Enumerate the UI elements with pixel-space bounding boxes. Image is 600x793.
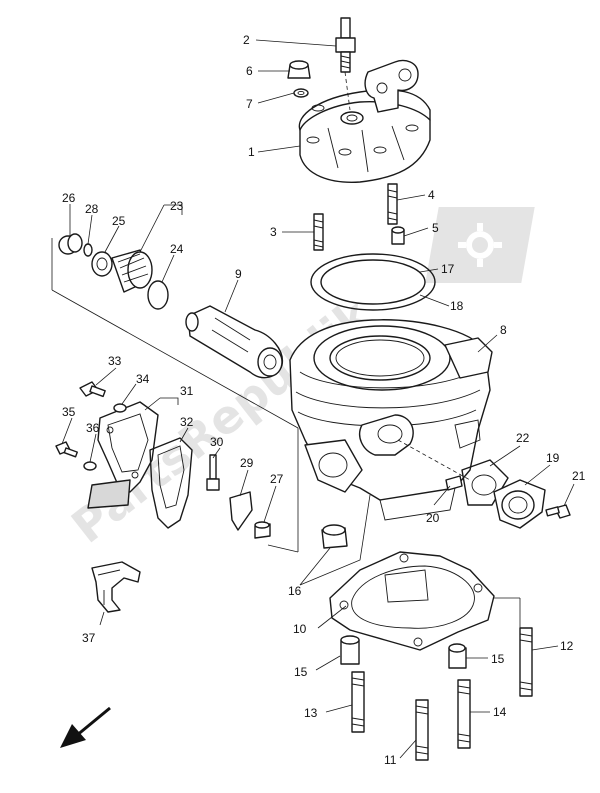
callout-18: 18 (450, 299, 464, 313)
exhaust-valve-holder (185, 305, 284, 379)
callout-23: 23 (170, 199, 184, 213)
callout-17: 17 (441, 262, 455, 276)
valve-cover-31 (87, 401, 159, 509)
small-ring-28 (83, 243, 93, 257)
collar-25 (91, 251, 113, 277)
callout-5: 5 (432, 221, 439, 235)
callout-6: 6 (246, 64, 253, 78)
washer-34 (113, 403, 127, 413)
bracket-37 (91, 561, 141, 613)
callout-29: 29 (240, 456, 254, 470)
callout-3: 3 (270, 225, 277, 239)
callout-26: 26 (62, 191, 76, 205)
callout-labels: 1 2 3 4 5 6 7 8 9 10 11 12 13 14 15 15 1… (62, 33, 586, 767)
front-direction-arrow-icon (60, 706, 111, 748)
joint-19 (493, 479, 546, 529)
stud-11 (415, 699, 429, 761)
callout-30: 30 (210, 435, 224, 449)
cylinder-block (289, 319, 493, 521)
callout-24: 24 (170, 242, 184, 256)
dowel-15-right (448, 643, 467, 669)
gasket-32 (149, 437, 193, 529)
base-gasket (329, 551, 495, 651)
gear-icon (425, 207, 535, 283)
callout-34: 34 (136, 372, 150, 386)
callout-16: 16 (288, 584, 302, 598)
leader-lines (61, 39, 575, 759)
callout-4: 4 (428, 188, 435, 202)
callout-14: 14 (493, 705, 507, 719)
callout-9: 9 (235, 267, 242, 281)
spark-plug (335, 17, 356, 111)
callout-20: 20 (426, 511, 440, 525)
nut-16 (321, 524, 348, 549)
washer (293, 88, 309, 98)
bolt-30 (206, 454, 220, 491)
callout-19: 19 (546, 451, 560, 465)
holder-23 (111, 249, 153, 293)
bolt-21 (545, 504, 571, 519)
callout-8: 8 (500, 323, 507, 337)
callout-1: 1 (248, 145, 255, 159)
cap-nut (287, 60, 311, 79)
head-gasket-ring (310, 253, 436, 311)
callout-35: 35 (62, 405, 76, 419)
clip-29 (229, 491, 253, 531)
callout-22: 22 (516, 431, 530, 445)
callout-15-left: 15 (294, 665, 308, 679)
callout-25: 25 (112, 214, 126, 228)
callout-27: 27 (270, 472, 284, 486)
callout-7: 7 (246, 97, 253, 111)
callout-10: 10 (293, 622, 307, 636)
dowel-pin (391, 226, 405, 245)
stud-14 (457, 679, 471, 749)
stud-13 (351, 671, 365, 733)
stud-bolt-short (313, 213, 324, 251)
oring-24 (147, 280, 169, 310)
callout-15-right: 15 (491, 652, 505, 666)
stud-bolt-long (387, 183, 398, 225)
callout-37: 37 (82, 631, 96, 645)
cap-26 (58, 233, 83, 255)
cylinder-head (298, 59, 431, 183)
washer-36 (83, 461, 97, 471)
collar-27 (254, 521, 271, 539)
callout-28: 28 (85, 202, 99, 216)
callout-33: 33 (108, 354, 122, 368)
stud-12 (519, 627, 533, 697)
bolt-33 (79, 381, 106, 398)
callout-21: 21 (572, 469, 586, 483)
bracket-left-group (51, 238, 299, 553)
callout-36: 36 (86, 421, 100, 435)
callout-13: 13 (304, 706, 318, 720)
callout-12: 12 (560, 639, 574, 653)
callout-31: 31 (180, 384, 194, 398)
bolt-35 (55, 441, 78, 458)
callout-2: 2 (243, 33, 250, 47)
dowel-15-left (340, 635, 360, 665)
callout-11: 11 (384, 753, 397, 767)
callout-32: 32 (180, 415, 194, 429)
